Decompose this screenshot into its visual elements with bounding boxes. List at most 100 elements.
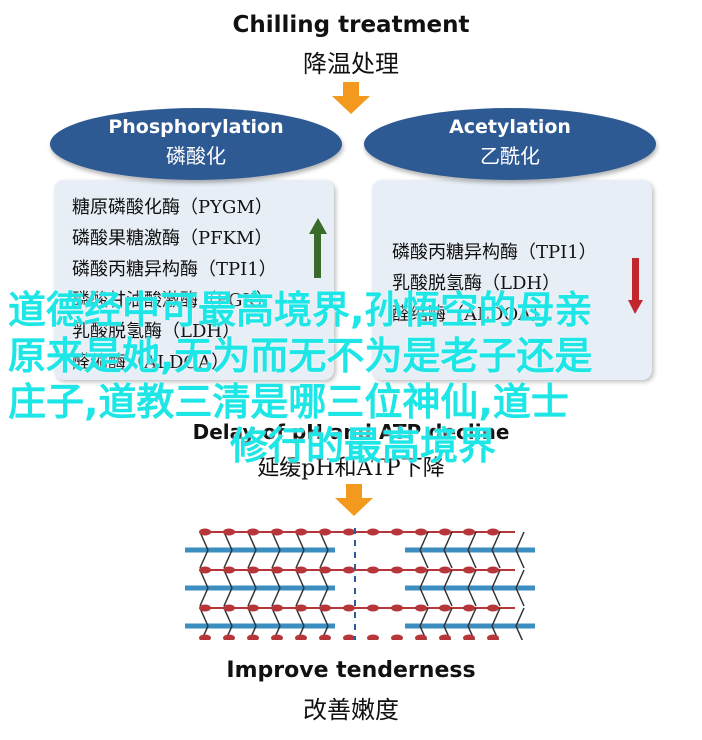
actin-bead	[415, 566, 427, 574]
actin-bead	[391, 604, 403, 612]
cross-bridge	[295, 587, 305, 607]
actin-bead	[487, 566, 499, 574]
cross-bridge	[223, 569, 233, 589]
cross-bridge	[419, 587, 429, 607]
improve-tenderness-title: Improve tenderness	[226, 658, 476, 683]
actin-bead	[247, 528, 259, 536]
cross-bridge	[515, 569, 525, 589]
cross-bridge	[295, 549, 305, 569]
down-trend-arrow-icon	[628, 258, 643, 314]
actin-bead	[463, 634, 475, 640]
cross-bridge	[467, 587, 477, 607]
cross-bridge	[199, 549, 209, 569]
cross-bridge	[515, 625, 524, 640]
actin-bead	[223, 528, 235, 536]
actin-bead	[487, 604, 499, 612]
cross-bridge	[491, 531, 501, 551]
cross-bridge	[491, 549, 501, 569]
cross-bridge	[271, 531, 281, 551]
cross-bridge	[199, 569, 209, 589]
actin-bead	[439, 604, 451, 612]
actin-bead	[343, 528, 355, 536]
cross-bridge	[467, 549, 477, 569]
cross-bridge	[467, 607, 477, 627]
actin-bead	[271, 528, 283, 536]
actin-bead	[295, 528, 307, 536]
cross-bridge	[491, 569, 501, 589]
cross-bridge	[419, 607, 429, 627]
cross-bridge	[515, 549, 525, 569]
cross-bridge	[247, 607, 257, 627]
down-arrow-icon	[335, 484, 373, 516]
cross-bridge	[295, 607, 305, 627]
overlay-text-line: 道德经中可最高境界,孙悟空的母亲	[8, 288, 593, 332]
cross-bridge	[247, 531, 257, 551]
cross-bridge	[247, 587, 257, 607]
cross-bridge	[467, 569, 477, 589]
enzyme-item: 醛缩酶（ALDOA）	[72, 352, 230, 373]
overlay-text-line: 庄子,道教三清是哪三位神仙,道士	[8, 380, 569, 424]
actin-bead	[199, 566, 211, 574]
delay-zh-label: 延缓pH和ATP下降	[257, 456, 445, 481]
actin-bead	[247, 634, 259, 640]
enzyme-item: 乳酸脱氢酶（LDH）	[392, 273, 561, 294]
acetylation-zh-label: 乙酰化	[480, 144, 540, 168]
cross-bridge	[443, 549, 453, 569]
actin-bead	[343, 634, 355, 640]
phosphorylation-label: Phosphorylation	[108, 116, 284, 138]
phosphorylation-ellipse: Phosphorylation 磷酸化	[50, 108, 342, 180]
actin-bead	[463, 604, 475, 612]
cross-bridge	[491, 587, 501, 607]
cross-bridge	[271, 587, 281, 607]
cross-bridge	[443, 569, 453, 589]
chilling-treatment-title: Chilling treatment	[232, 12, 470, 38]
actin-bead	[223, 566, 235, 574]
cross-bridge	[515, 531, 525, 551]
overlay-text-line: 原来是她,无为而无不为是老子还是	[8, 334, 593, 378]
actin-bead	[367, 528, 379, 536]
actin-bead	[247, 604, 259, 612]
actin-bead	[271, 634, 283, 640]
cross-bridge	[443, 607, 453, 627]
sarcomere-diagram	[185, 528, 535, 640]
cross-bridge	[199, 531, 209, 551]
cross-bridge	[419, 569, 429, 589]
acetylation-panel	[372, 180, 652, 380]
delay-label: Delay of pH and ATP decline	[192, 420, 510, 444]
actin-bead	[367, 604, 379, 612]
improve-tenderness-subtitle: 改善嫩度	[303, 696, 399, 724]
cross-bridge	[199, 607, 209, 627]
actin-bead	[343, 566, 355, 574]
actin-bead	[199, 634, 211, 640]
actin-bead	[319, 566, 331, 574]
cross-bridge	[271, 549, 281, 569]
cross-bridge	[223, 531, 233, 551]
enzyme-item: 磷酸果糖激酶（PFKM）	[72, 228, 273, 249]
actin-bead	[391, 566, 403, 574]
cross-bridge	[443, 531, 453, 551]
actin-bead	[295, 604, 307, 612]
cross-bridge	[419, 549, 429, 569]
actin-bead	[271, 566, 283, 574]
cross-bridge	[247, 549, 257, 569]
actin-bead	[463, 566, 475, 574]
actin-bead	[295, 634, 307, 640]
actin-bead	[319, 634, 331, 640]
actin-bead	[295, 566, 307, 574]
phosphorylation-zh-label: 磷酸化	[166, 144, 226, 168]
cross-bridge	[319, 587, 329, 607]
cross-bridge	[319, 531, 329, 551]
actin-bead	[391, 528, 403, 536]
actin-bead	[271, 604, 283, 612]
cross-bridge	[419, 531, 429, 551]
actin-bead	[391, 634, 403, 640]
cross-bridge	[515, 607, 525, 627]
cross-bridge	[319, 549, 329, 569]
cross-bridge	[319, 569, 329, 589]
enzyme-item: 醛缩酶（ALDOA）	[392, 304, 550, 325]
acetylation-ellipse: Acetylation 乙酰化	[364, 108, 656, 180]
actin-bead	[367, 566, 379, 574]
cross-bridge	[295, 531, 305, 551]
cross-bridge	[199, 587, 209, 607]
enzyme-item: 磷酸丙糖异构酶（TPI1）	[392, 242, 597, 263]
